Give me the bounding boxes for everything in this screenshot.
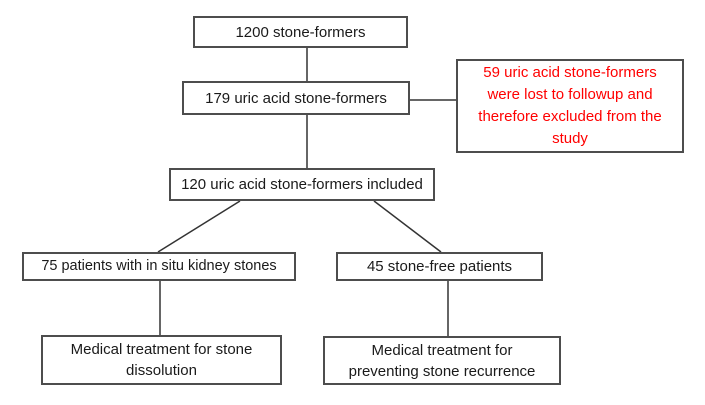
connector-included-to-insitu xyxy=(157,200,241,253)
node-treatment-dissolution: Medical treatment for stone dissolution xyxy=(41,335,282,385)
node-total-stone-formers-label: 1200 stone-formers xyxy=(235,23,366,41)
node-included-label: 120 uric acid stone-formers included xyxy=(181,176,423,193)
node-uric-acid-stone-formers-label: 179 uric acid stone-formers xyxy=(205,89,387,107)
node-total-stone-formers: 1200 stone-formers xyxy=(193,16,408,48)
node-included: 120 uric acid stone-formers included xyxy=(169,168,435,201)
node-lost-to-followup-label: 59 uric acid stone-formers were lost to … xyxy=(478,64,662,147)
node-lost-to-followup: 59 uric acid stone-formers were lost to … xyxy=(456,59,684,153)
node-in-situ-kidney-stones-label: 75 patients with in situ kidney stones xyxy=(41,258,277,274)
node-treatment-recurrence-label: Medical treatment for preventing stone r… xyxy=(348,341,536,380)
node-uric-acid-stone-formers: 179 uric acid stone-formers xyxy=(182,81,410,115)
node-in-situ-kidney-stones: 75 patients with in situ kidney stones xyxy=(22,252,296,281)
node-treatment-dissolution-label: Medical treatment for stone dissolution xyxy=(70,341,253,379)
node-stone-free-patients-label: 45 stone-free patients xyxy=(366,258,513,275)
node-stone-free-patients: 45 stone-free patients xyxy=(336,252,543,281)
connector-included-to-stonefree xyxy=(373,200,442,253)
node-treatment-recurrence: Medical treatment for preventing stone r… xyxy=(323,336,561,385)
